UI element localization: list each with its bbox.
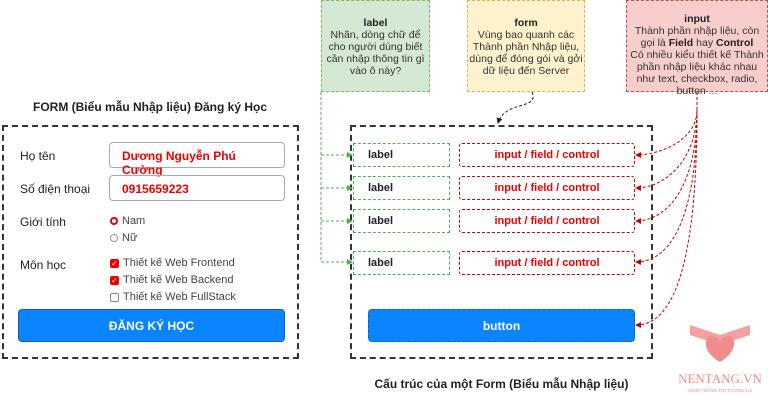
input-box: input / field / control bbox=[459, 143, 635, 167]
note-title: form bbox=[514, 17, 538, 29]
note-text: hay bbox=[693, 37, 716, 49]
button-box: button bbox=[368, 309, 635, 342]
gender-label: Giới tính bbox=[20, 215, 66, 229]
form-structure-box bbox=[350, 125, 653, 359]
radio-label: Nam bbox=[122, 215, 146, 227]
svg-text:HÀNH TRANG TỚI TƯƠNG LAI: HÀNH TRANG TỚI TƯƠNG LAI bbox=[687, 387, 752, 393]
checkbox-label: Thiết kế Web Frontend bbox=[123, 257, 235, 269]
registration-form bbox=[2, 125, 299, 359]
label-box: label bbox=[353, 176, 450, 200]
note-text: Nhãn, dòng chữ để cho người dùng biết cầ… bbox=[326, 29, 425, 77]
label-box: label bbox=[353, 209, 450, 233]
note-field: Field bbox=[668, 37, 694, 49]
checkbox-label: Thiết kế Web FullStack bbox=[123, 291, 236, 303]
phone-input[interactable]: 0915659223 bbox=[109, 175, 285, 201]
note-text: Vùng bao quanh các Thành phần Nhập liệu,… bbox=[469, 29, 583, 77]
name-label: Họ tên bbox=[20, 149, 56, 163]
note-title: input bbox=[684, 13, 710, 25]
input-box: input / field / control bbox=[459, 251, 635, 275]
submit-button[interactable]: ĐĂNG KÝ HỌC bbox=[18, 309, 285, 342]
checkmark-icon: ✓ bbox=[110, 275, 119, 285]
note-text: Có nhiều kiểu thiết kế Thành phần nhập l… bbox=[630, 49, 764, 97]
name-input[interactable]: Dương Nguyễn Phú Cường bbox=[109, 142, 285, 177]
checkbox-frontend[interactable]: ✓ Thiết kế Web Frontend bbox=[110, 257, 235, 269]
input-arrows bbox=[635, 92, 698, 328]
label-box: label bbox=[353, 143, 450, 167]
form-arrow bbox=[496, 91, 534, 124]
structure-caption: Cấu trúc của một Form (Biểu mẫu Nhập liệ… bbox=[374, 377, 629, 391]
checkbox-fullstack[interactable]: Thiết kế Web FullStack bbox=[110, 291, 236, 303]
label-arrows bbox=[320, 92, 353, 265]
radio-label: Nữ bbox=[122, 232, 138, 244]
radio-icon bbox=[110, 217, 118, 225]
svg-text:NENTANG.VN: NENTANG.VN bbox=[678, 371, 762, 386]
radio-icon bbox=[110, 234, 118, 242]
checkmark-icon: ✓ bbox=[110, 258, 119, 268]
input-box: input / field / control bbox=[459, 209, 635, 233]
input-box: input / field / control bbox=[459, 176, 635, 200]
nentang-logo: NENTANG.VN HÀNH TRANG TỚI TƯƠNG LAI bbox=[678, 325, 763, 393]
checkbox-backend[interactable]: ✓ Thiết kế Web Backend bbox=[110, 274, 233, 286]
phone-label: Số điện thoại bbox=[20, 182, 91, 196]
note-title: label bbox=[363, 17, 388, 29]
radio-nam[interactable]: Nam bbox=[110, 215, 145, 227]
form-title: FORM (Biểu mẫu Nhập liệu) Đăng ký Học bbox=[32, 100, 268, 114]
note-text: Thành phần nhập liệu, còn gọi là bbox=[634, 25, 760, 49]
checkbox-icon bbox=[110, 292, 119, 302]
label-box: label bbox=[353, 251, 450, 275]
subjects-label: Môn học bbox=[20, 258, 67, 272]
note-control: Control bbox=[715, 37, 754, 49]
checkbox-label: Thiết kế Web Backend bbox=[123, 274, 234, 286]
radio-nu[interactable]: Nữ bbox=[110, 232, 137, 244]
